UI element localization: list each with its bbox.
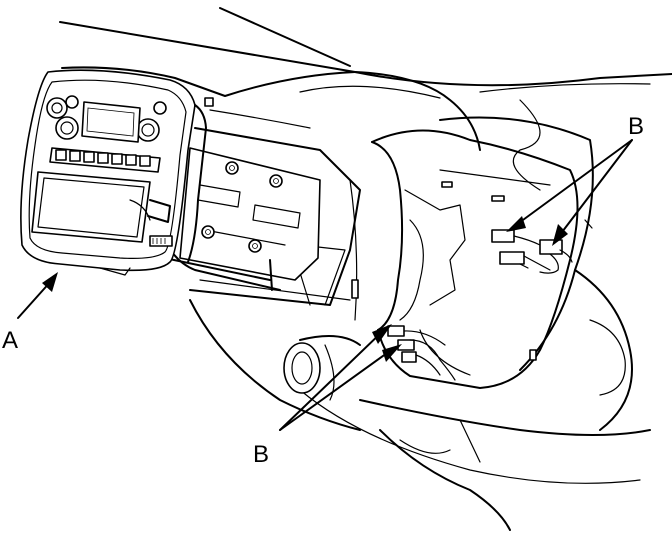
leader-a	[17, 272, 58, 319]
leader-b-lower	[279, 324, 402, 431]
connector-b-lower	[387, 325, 456, 381]
callout-b-lower-label: B	[253, 441, 269, 468]
preset-buttons	[55, 149, 151, 167]
callout-b-upper-label: B	[628, 113, 644, 140]
callout-a-label: A	[2, 327, 18, 354]
connector-b-upper	[491, 219, 593, 274]
center-bay	[189, 109, 361, 306]
center-duct-structure	[349, 141, 466, 331]
leader-b-upper	[506, 139, 633, 246]
audio-panel-a	[20, 69, 214, 276]
dashboard-upper-panel	[61, 66, 541, 191]
windshield-edge-lines	[59, 7, 672, 93]
audio-mounting-bracket	[149, 147, 321, 291]
dashboard-lower-left-contour	[189, 279, 361, 431]
glovebox-opening	[371, 129, 579, 389]
lower-knob	[283, 335, 361, 401]
dashboard-right-body	[299, 116, 651, 531]
